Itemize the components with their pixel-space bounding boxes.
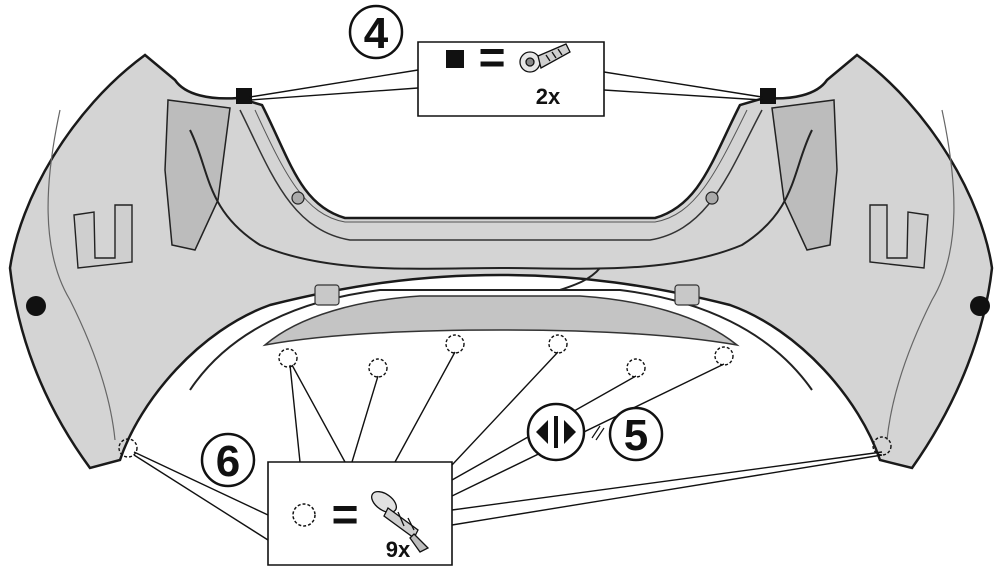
clip-location — [368, 358, 388, 378]
step-5-number: 5 — [624, 411, 648, 460]
bumper-upper-inner — [254, 109, 748, 223]
step-6-badge — [200, 432, 256, 488]
screw-symbol — [446, 50, 464, 68]
step-4-badge — [348, 4, 404, 60]
clip-quantity: 9x — [386, 537, 411, 562]
left-reflector-bracket — [73, 204, 133, 269]
clip-legend-equals: = — [332, 488, 359, 540]
wiring-branch — [559, 267, 601, 291]
step-4-number: 4 — [364, 9, 389, 58]
left-lamp-recess — [164, 99, 231, 251]
step-6-number: 6 — [216, 437, 240, 486]
clip-legend-box — [267, 461, 453, 566]
left-side-marker — [26, 296, 46, 316]
bumper-lower-skirt — [189, 289, 813, 391]
push-clip-icon — [370, 490, 430, 553]
right-wing-crease — [886, 109, 955, 441]
clip-location — [548, 334, 568, 354]
screw-location-left — [236, 88, 252, 104]
step-5-badge — [608, 406, 664, 462]
right-sensor-pad — [674, 284, 700, 306]
left-tow-hole — [291, 191, 305, 205]
bumper-shell — [8, 53, 994, 470]
screw-location-right — [760, 88, 776, 104]
clip-location — [626, 358, 646, 378]
clip-location — [872, 436, 892, 456]
left-wing-crease — [47, 109, 116, 441]
bumper-upper-edge — [239, 109, 763, 241]
screw-locations — [236, 88, 776, 104]
screw-legend: 4 = 2x — [348, 4, 605, 117]
clip-location — [714, 346, 734, 366]
clip-locations — [118, 334, 892, 458]
clip-location — [445, 334, 465, 354]
screw-quantity: 2x — [536, 84, 561, 109]
screw-legend-equals: = — [479, 31, 506, 83]
right-lamp-recess — [771, 99, 838, 251]
left-sensor-pad — [314, 284, 340, 306]
right-tow-hole — [705, 191, 719, 205]
right-side-marker — [970, 296, 990, 316]
release-arrows-icon — [536, 416, 576, 448]
screw-icon — [519, 43, 571, 73]
clip-symbol — [292, 503, 316, 527]
right-reflector-bracket — [869, 204, 929, 269]
clip-location — [118, 438, 138, 458]
release-indicator: 5 — [526, 402, 664, 462]
clip-legend: 6 = 9x — [200, 432, 453, 566]
clip-location — [278, 348, 298, 368]
rear-bumper — [8, 53, 994, 470]
bumper-diffuser — [262, 295, 740, 347]
screw-legend-box — [417, 41, 605, 117]
wiring-harness — [189, 129, 813, 270]
